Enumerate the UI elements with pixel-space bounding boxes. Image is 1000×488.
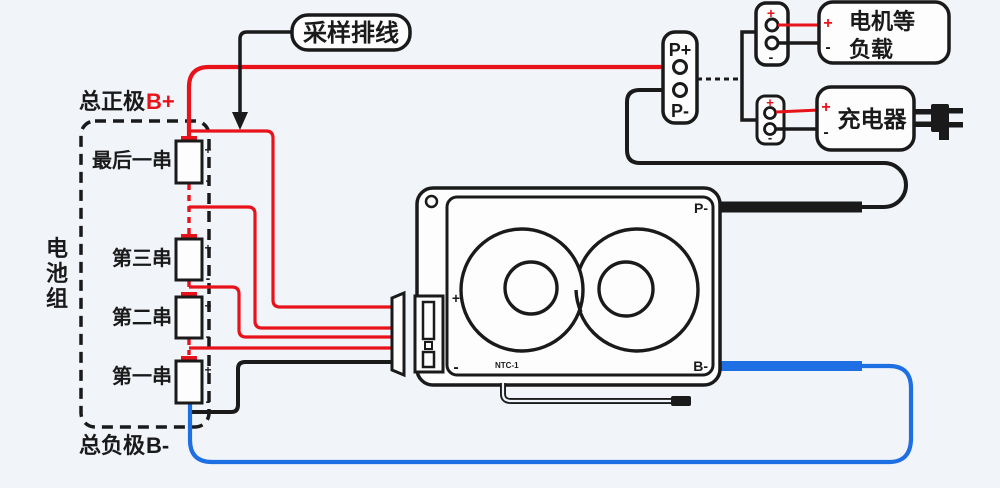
charger-box: + - 充电器 xyxy=(815,85,916,152)
charger-box-outline xyxy=(815,85,916,152)
cell-1-minus-mark: - xyxy=(206,393,211,409)
cell-3-plus-mark: + xyxy=(204,241,211,255)
callout-bubble xyxy=(290,13,412,52)
pp-minus-terminal-icon xyxy=(672,82,688,98)
p-minus-wire-thin xyxy=(625,88,908,209)
main-negative-tag: B- xyxy=(146,433,169,458)
cell-last-plus-mark: + xyxy=(204,143,211,157)
charger-plus-mark: + xyxy=(821,99,830,116)
branch-bracket xyxy=(740,30,758,122)
charger-minus-mark: - xyxy=(823,124,828,141)
main-positive-tag: B+ xyxy=(146,89,175,114)
plug-body-tab xyxy=(939,131,949,140)
cell-3-positive-cap xyxy=(181,234,197,239)
sampling-harness-wires xyxy=(186,64,674,414)
plug-body xyxy=(931,104,949,132)
main-power-wires xyxy=(187,88,914,465)
plug-cord-bar-top xyxy=(914,109,933,115)
main-positive-text: 总正极 xyxy=(79,89,146,114)
socket-slot-top xyxy=(421,300,436,341)
battery-pack-label-char1: 电 xyxy=(46,236,68,261)
load-connector-housing xyxy=(754,1,790,67)
bms-balance-socket xyxy=(413,294,445,374)
ntc-probe-wire xyxy=(500,383,691,406)
load-label-line1: 电机等 xyxy=(849,9,915,34)
arrow-down-icon xyxy=(232,112,248,130)
pp-plus-terminal-icon xyxy=(672,59,688,75)
charger-connector-plus-mark: + xyxy=(766,95,774,110)
callout-label: 采样排线 xyxy=(303,19,399,47)
battery-pack: 电 池 组 xyxy=(46,119,211,429)
pp-output-connector: P+ P- xyxy=(661,30,699,125)
main-negative-text: 总负极 xyxy=(79,433,146,458)
load-plus-mark: + xyxy=(823,15,832,32)
bms-p-minus-pad-label: P- xyxy=(694,200,708,216)
charger-connector: + - xyxy=(755,94,820,146)
cell-last-body xyxy=(174,139,204,185)
sense-wire-5 xyxy=(189,129,392,309)
socket-key xyxy=(424,341,433,350)
charger-connector-minus-mark: - xyxy=(768,130,772,145)
bms-inner-panel xyxy=(445,195,715,377)
load-box-outline xyxy=(817,0,951,65)
cell-3-minus-mark: - xyxy=(206,270,211,286)
pp-plus-label: P+ xyxy=(669,40,692,60)
b-plus-main-wire xyxy=(186,64,674,141)
battery-pack-label-char3: 组 xyxy=(46,286,68,311)
cell-last-positive-cap xyxy=(181,136,197,141)
cell-2-body xyxy=(174,295,204,340)
battery-pack-dashed-box xyxy=(79,119,211,429)
battery-cells: + - + - + - + - 最后一串 第三串 第二串 第一串 xyxy=(92,136,212,409)
callout-leader-line xyxy=(238,30,292,114)
load-label-line2: 负载 xyxy=(849,37,893,62)
load-connector-plus-mark: + xyxy=(767,5,775,21)
charger-connector-pin2-icon xyxy=(763,122,777,136)
charger-connector-housing xyxy=(755,94,786,146)
cell-2-label: 第二串 xyxy=(112,305,172,329)
bms-plus-mark: + xyxy=(452,290,460,306)
charger-positive-wire xyxy=(775,108,820,114)
load-box: + - 电机等 负载 xyxy=(817,0,951,65)
cell-1-body xyxy=(174,359,204,405)
charger-connector-pin1-icon xyxy=(763,106,777,120)
bms-logo-icon xyxy=(459,227,700,353)
bms-b-minus-pad-label: B- xyxy=(693,358,708,374)
plug-prong-bottom xyxy=(949,122,963,128)
load-minus-mark: - xyxy=(825,39,830,56)
ntc-probe-tip xyxy=(671,396,691,406)
cell-last-label: 最后一串 xyxy=(92,148,172,172)
charger-label: 充电器 xyxy=(838,106,908,132)
load-connector: + - xyxy=(754,1,821,67)
plug-prong-top xyxy=(949,108,963,114)
bms-ntc-label: NTC-1 xyxy=(495,361,519,370)
cell-3-label: 第三串 xyxy=(112,246,172,270)
cell-1-plus-mark: + xyxy=(204,363,211,377)
main-negative-label: 总负极 B- xyxy=(79,433,169,458)
b-minus-wire-thin xyxy=(187,363,914,465)
sense-wire-negative xyxy=(189,360,392,414)
load-connector-minus-mark: - xyxy=(769,49,774,65)
plug-cord-bar-bottom xyxy=(914,121,933,127)
cell-1-label: 第一串 xyxy=(112,364,172,388)
pp-minus-label: P- xyxy=(671,101,689,121)
main-positive-label: 总正极 B+ xyxy=(79,89,175,114)
cell-3-body xyxy=(174,237,204,282)
battery-pack-label-char2: 池 xyxy=(46,261,68,286)
bms-board: P- B- + - NTC-1 xyxy=(390,186,722,406)
cell-2-plus-mark: + xyxy=(204,299,211,313)
cell-last-minus-mark: - xyxy=(206,172,211,188)
cell-2-minus-mark: - xyxy=(206,328,211,344)
socket-slot-bottom xyxy=(421,350,436,369)
sense-wire-3 xyxy=(189,285,392,339)
screw-hole-icon xyxy=(424,194,439,209)
ntc-wire-gap xyxy=(501,383,672,403)
sampling-cable-callout: 采样排线 xyxy=(232,13,412,130)
ac-plug-icon xyxy=(914,104,963,140)
cell-1-positive-cap xyxy=(181,356,197,361)
bms-minus-mark: - xyxy=(453,359,458,376)
sense-wire-4 xyxy=(189,205,392,330)
cell-2-positive-cap xyxy=(181,292,197,297)
sampling-plug xyxy=(390,290,406,378)
